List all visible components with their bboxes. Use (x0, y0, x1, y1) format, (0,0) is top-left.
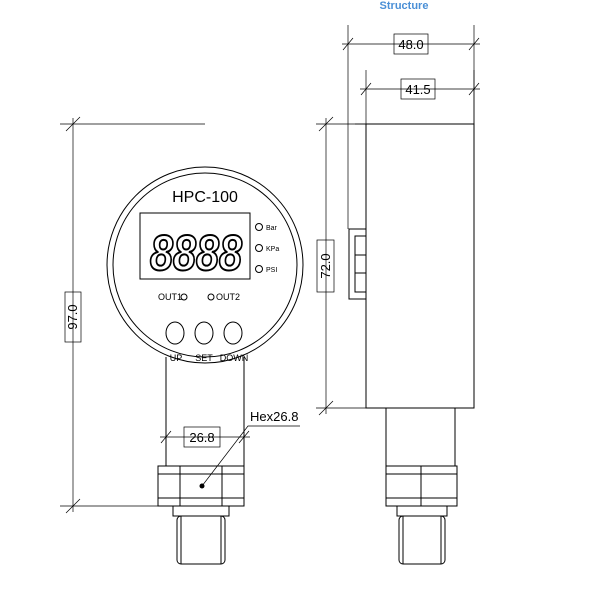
down-button-label: DOWN (220, 353, 249, 363)
neck (165, 357, 245, 466)
depth-tick-right (468, 37, 480, 51)
neck-tick-right (238, 430, 250, 444)
section-title: Structure (380, 0, 429, 12)
side-fitting-collar (396, 505, 448, 517)
button-profile (354, 235, 367, 293)
down-button (223, 321, 243, 345)
hex-label: Hex26.8 (250, 409, 298, 424)
unit-led-psi (255, 265, 263, 273)
output-label-1: OUT1 (158, 292, 182, 302)
led-digits: 8888 (150, 225, 242, 281)
body-depth-tick-right (468, 82, 480, 96)
unit-led-bar (255, 223, 263, 231)
height-dim-box (64, 291, 82, 343)
model-label: HPC-100 (172, 189, 238, 206)
body-height-tick-top (318, 116, 334, 132)
dim-tick-bottom (65, 498, 81, 514)
set-button (194, 321, 214, 345)
output-led-1 (180, 293, 188, 301)
body-height-dim-box (316, 239, 335, 293)
fitting-thread (176, 515, 226, 565)
dial-outer-ring (106, 166, 304, 364)
hex-leader-line (201, 425, 300, 487)
set-button-label: SET (195, 353, 213, 363)
up-button-label: UP (170, 353, 183, 363)
unit-label-kpa: KPa (266, 246, 279, 253)
unit-label-bar: Bar (266, 225, 278, 232)
led-display (139, 212, 251, 280)
body-depth-tick-left (360, 82, 372, 96)
side-body (365, 123, 475, 409)
depth-dim-box (393, 33, 429, 55)
dial-inner-ring (112, 172, 298, 358)
fitting-collar (172, 505, 230, 517)
body-height-dim-label: 72.0 (318, 253, 333, 278)
body-depth-dim-box (400, 78, 436, 100)
output-label-2: OUT2 (216, 292, 240, 302)
neck-dim-label: 26.8 (189, 430, 214, 445)
front-view: HPC-100 8888 Bar KPa PSI OUT1 OUT2 UP SE… (60, 116, 304, 565)
up-button (165, 321, 185, 345)
neck-tick-left (160, 430, 172, 444)
body-depth-dim-label: 41.5 (405, 82, 430, 97)
output-led-2 (207, 293, 215, 301)
neck-dim-box (183, 426, 221, 448)
depth-dim-label: 48.0 (398, 37, 423, 52)
unit-led-kpa (255, 244, 263, 252)
side-view: 48.0 41.5 72.0 (316, 25, 480, 565)
unit-label-psi: PSI (266, 267, 277, 274)
front-face-profile (348, 228, 367, 300)
depth-tick-left (342, 37, 354, 51)
side-fitting-thread (398, 515, 446, 565)
dim-tick-top (65, 116, 81, 132)
body-height-tick-bottom (318, 400, 334, 416)
side-neck (385, 408, 456, 466)
height-dim-label: 97.0 (65, 304, 80, 329)
